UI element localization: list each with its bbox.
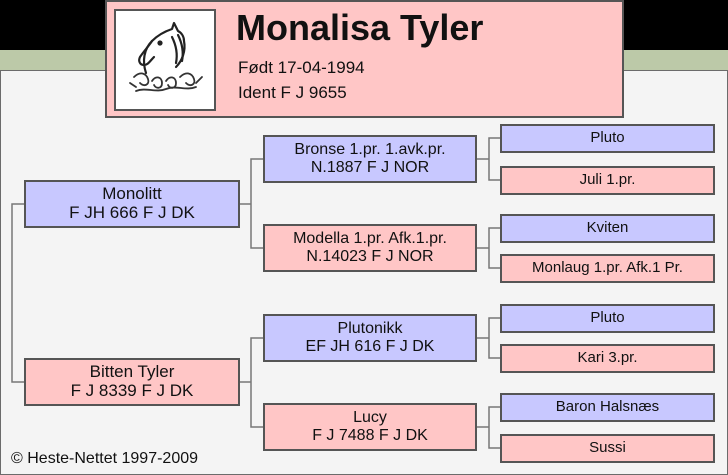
ggp-box[interactable]: Kari 3.pr. [500, 344, 715, 373]
dam-dam-reg: F J 7488 F J DK [312, 427, 428, 444]
sire-box[interactable]: Monolitt F JH 666 F J DK [24, 180, 240, 228]
dam-sire-name: Plutonikk [337, 320, 403, 338]
dam-box[interactable]: Bitten Tyler F J 8339 F J DK [24, 358, 240, 406]
horse-name: Monalisa Tyler [236, 7, 484, 48]
ggp-label: Baron Halsnæs [555, 398, 660, 416]
ggp-label: Kviten [586, 219, 629, 237]
dam-sire-reg: EF JH 616 F J DK [305, 338, 435, 355]
ggp-label: Pluto [590, 129, 625, 147]
ggp-label: Sussi [589, 439, 626, 457]
sire-dam-name: Modella 1.pr. Afk.1.pr. [293, 230, 447, 248]
dam-name: Bitten Tyler [89, 362, 175, 382]
sire-name: Monolitt [102, 184, 162, 204]
sire-sire-box[interactable]: Bronse 1.pr. 1.avk.pr. N.1887 F J NOR [263, 135, 477, 183]
ggp-box[interactable]: Sussi [500, 434, 715, 463]
sire-dam-reg: N.14023 F J NOR [306, 248, 434, 265]
ggp-box[interactable]: Juli 1.pr. [500, 166, 715, 195]
sire-reg: F JH 666 F J DK [69, 203, 195, 222]
ggp-label: Pluto [590, 309, 625, 327]
sire-sire-name: Bronse 1.pr. 1.avk.pr. [294, 141, 446, 159]
ggp-label: Juli 1.pr. [579, 171, 636, 189]
ggp-box[interactable]: Baron Halsnæs [500, 393, 715, 422]
copyright-text: © Heste-Nettet 1997-2009 [11, 450, 199, 467]
dam-sire-box[interactable]: Plutonikk EF JH 616 F J DK [263, 314, 477, 362]
ggp-box[interactable]: Monlaug 1.pr. Afk.1 Pr. [500, 254, 715, 283]
dam-dam-name: Lucy [353, 409, 387, 427]
horse-head-logo-icon [114, 9, 216, 111]
ggp-box[interactable]: Pluto [500, 304, 715, 333]
ident-number: Ident F J 9655 [238, 83, 347, 102]
birth-date: Født 17-04-1994 [238, 58, 365, 77]
sire-sire-reg: N.1887 F J NOR [310, 159, 430, 176]
ggp-label: Kari 3.pr. [577, 349, 638, 367]
sire-dam-box[interactable]: Modella 1.pr. Afk.1.pr. N.14023 F J NOR [263, 224, 477, 272]
dam-dam-box[interactable]: Lucy F J 7488 F J DK [263, 403, 477, 451]
horse-header: Monalisa Tyler Født 17-04-1994 Ident F J… [105, 0, 624, 118]
ggp-label: Monlaug 1.pr. Afk.1 Pr. [532, 259, 683, 277]
dam-reg: F J 8339 F J DK [70, 381, 194, 400]
ggp-box[interactable]: Pluto [500, 124, 715, 153]
ggp-box[interactable]: Kviten [500, 214, 715, 243]
